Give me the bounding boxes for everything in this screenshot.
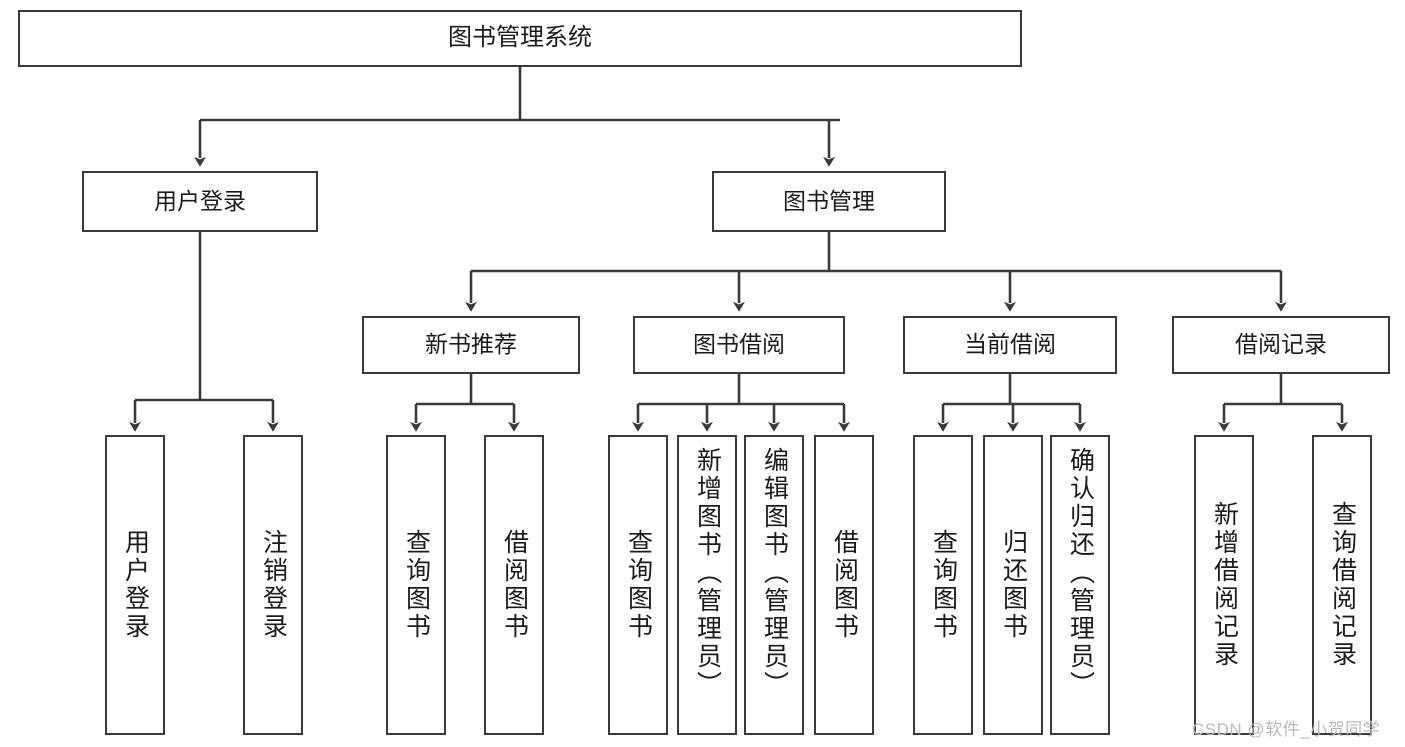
edge-group-borrow-records: [1218, 374, 1348, 432]
node-leaf-borrow-add[interactable]: 新增图书（管理员）: [677, 435, 737, 735]
node-leaf-recommend-query[interactable]: 查询图书: [386, 435, 446, 735]
csdn-watermark: CSDN @软件_小贺同学: [1192, 720, 1381, 739]
node-leaf-borrow-edit[interactable]: 编辑图书（管理员）: [744, 435, 804, 735]
node-current-borrow[interactable]: 当前借阅: [903, 316, 1117, 374]
node-leaf-record-add-label: 新增借阅记录: [1210, 501, 1239, 669]
node-new-book-recommend-label: 新书推荐: [425, 331, 517, 358]
node-leaf-recommend-borrow[interactable]: 借阅图书: [484, 435, 544, 735]
node-book-borrow[interactable]: 图书借阅: [633, 316, 845, 374]
node-leaf-borrow-query-label: 查询图书: [624, 529, 653, 641]
node-root-label: 图书管理系统: [448, 24, 592, 52]
node-leaf-record-query[interactable]: 查询借阅记录: [1312, 435, 1372, 735]
node-leaf-current-confirm[interactable]: 确认归还（管理员）: [1050, 435, 1110, 735]
edge-group-book-management: [465, 232, 1287, 312]
node-leaf-user-logout[interactable]: 注销登录: [243, 435, 303, 735]
node-leaf-current-query-label: 查询图书: [929, 529, 958, 641]
node-leaf-borrow-add-label: 新增图书（管理员）: [693, 447, 722, 699]
node-user-login-label: 用户登录: [154, 187, 246, 214]
edge-group-current-borrow: [937, 374, 1086, 432]
node-leaf-borrow-query[interactable]: 查询图书: [608, 435, 668, 735]
node-current-borrow-label: 当前借阅: [964, 331, 1056, 358]
node-leaf-user-login-label: 用户登录: [121, 529, 150, 641]
node-leaf-borrow-do-label: 借阅图书: [830, 529, 859, 641]
node-leaf-current-confirm-label: 确认归还（管理员）: [1066, 447, 1095, 699]
node-leaf-recommend-borrow-label: 借阅图书: [500, 529, 529, 641]
node-book-borrow-label: 图书借阅: [693, 331, 785, 358]
node-borrow-records[interactable]: 借阅记录: [1172, 316, 1390, 374]
node-root[interactable]: 图书管理系统: [18, 10, 1022, 67]
node-leaf-current-return[interactable]: 归还图书: [983, 435, 1043, 735]
node-book-management-label: 图书管理: [783, 187, 875, 214]
node-new-book-recommend[interactable]: 新书推荐: [362, 316, 580, 374]
node-leaf-user-logout-label: 注销登录: [259, 529, 288, 641]
node-leaf-user-login[interactable]: 用户登录: [105, 435, 165, 735]
edge-group-root: [194, 67, 840, 167]
node-leaf-current-query[interactable]: 查询图书: [913, 435, 973, 735]
node-borrow-records-label: 借阅记录: [1235, 331, 1327, 358]
node-leaf-current-return-label: 归还图书: [999, 529, 1028, 641]
node-leaf-record-add[interactable]: 新增借阅记录: [1194, 435, 1254, 735]
node-leaf-borrow-do[interactable]: 借阅图书: [814, 435, 874, 735]
node-leaf-borrow-edit-label: 编辑图书（管理员）: [760, 447, 789, 699]
node-leaf-recommend-query-label: 查询图书: [402, 529, 431, 641]
edge-group-book-borrow: [632, 374, 850, 432]
node-user-login[interactable]: 用户登录: [82, 171, 318, 232]
edge-group-new-book-recommend: [410, 374, 520, 432]
edge-group-user-login: [129, 232, 279, 432]
node-leaf-record-query-label: 查询借阅记录: [1328, 501, 1357, 669]
node-book-management[interactable]: 图书管理: [712, 171, 946, 232]
